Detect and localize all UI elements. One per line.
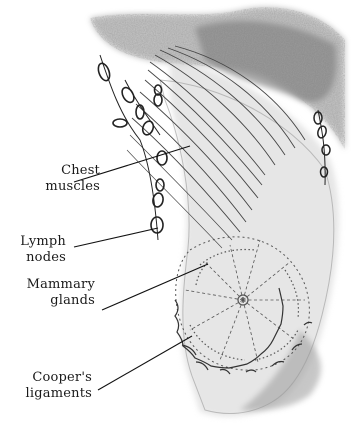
label-mammary-glands: Mammary glands <box>0 277 95 309</box>
leader-line-lymph-nodes <box>74 228 158 247</box>
label-lymph-nodes: Lymph nodes <box>0 234 66 266</box>
leader-line-coopers-ligaments <box>98 336 192 390</box>
lymph-node-chain-left <box>96 55 167 240</box>
label-chest-muscles: Chest muscles <box>10 163 100 195</box>
label-coopers-ligaments: Cooper's ligaments <box>0 370 92 402</box>
